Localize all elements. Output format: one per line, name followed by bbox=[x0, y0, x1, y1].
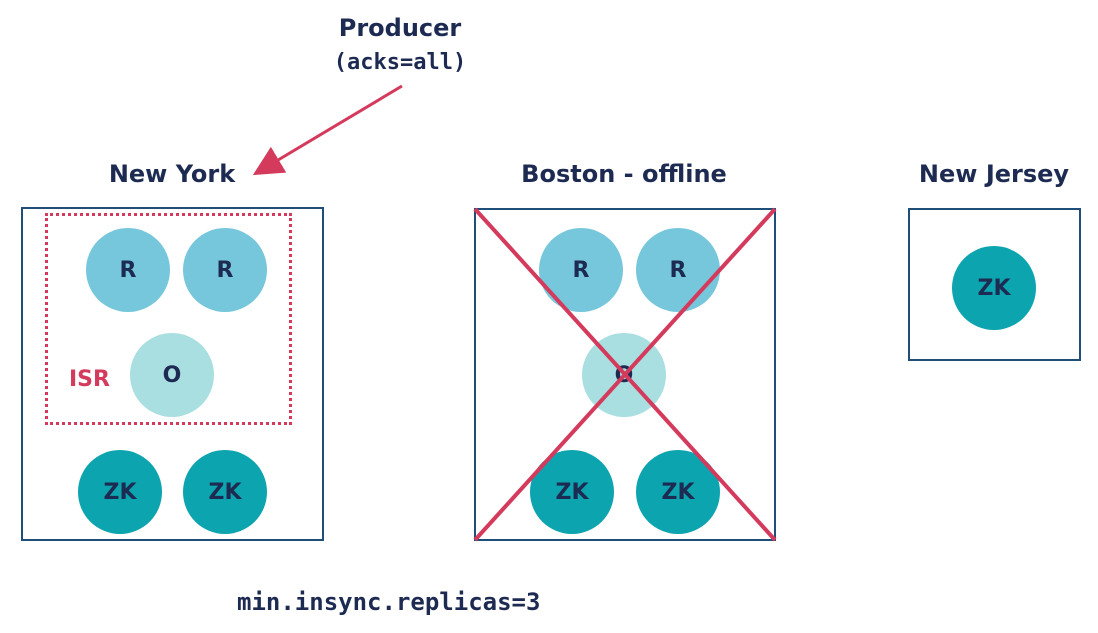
zookeeper-node: ZK bbox=[78, 450, 162, 534]
observer-node: O bbox=[130, 333, 214, 417]
producer-arrow bbox=[252, 84, 403, 176]
producer-title: Producer bbox=[338, 14, 462, 42]
datacenter-title-new-jersey: New Jersey bbox=[918, 160, 1070, 188]
producer-config: (acks=all) bbox=[333, 50, 467, 75]
zookeeper-node: ZK bbox=[530, 450, 614, 534]
zookeeper-node: ZK bbox=[183, 450, 267, 534]
observer-node: O bbox=[582, 333, 666, 417]
min-insync-replicas-setting: min.insync.replicas=3 bbox=[237, 588, 541, 616]
replica-node: R bbox=[183, 228, 267, 312]
isr-label: ISR bbox=[69, 367, 110, 392]
zookeeper-node: ZK bbox=[952, 246, 1036, 330]
replica-node: R bbox=[539, 228, 623, 312]
isr-boundary bbox=[45, 213, 292, 425]
replica-node: R bbox=[86, 228, 170, 312]
datacenter-title-boston: Boston - offline bbox=[521, 160, 727, 188]
replica-node: R bbox=[636, 228, 720, 312]
datacenter-title-new-york: New York bbox=[108, 160, 236, 188]
zookeeper-node: ZK bbox=[636, 450, 720, 534]
